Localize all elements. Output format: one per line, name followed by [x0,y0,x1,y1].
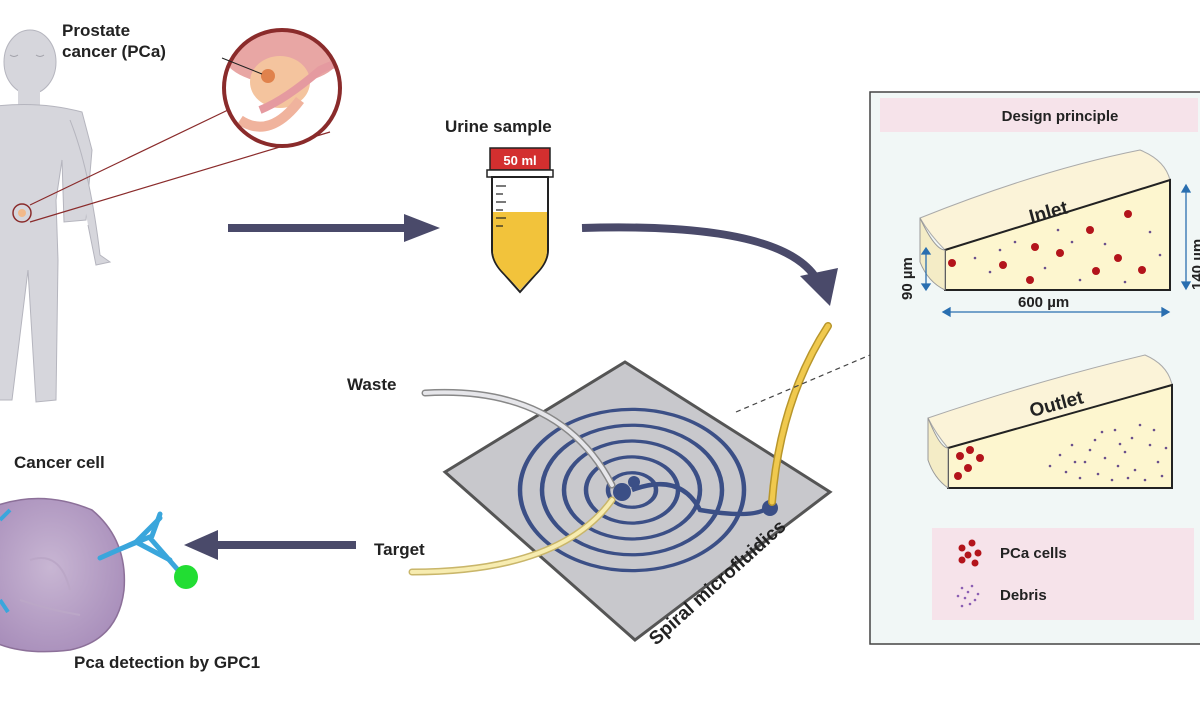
arrow-body-to-urine [228,214,440,242]
fluorescent-tag-icon [174,565,198,589]
cancer-cell-label: Cancer cell [14,453,105,472]
legend-debris-label: Debris [1000,587,1047,604]
outlet-cross-section: Outlet [927,354,1173,489]
prostate-cancer-label-line1: Prostate [62,21,130,40]
dimension-markers [920,183,1192,318]
legend-box [932,528,1194,620]
debris-legend-icon [956,584,980,608]
arrow-target-to-detection [184,530,356,560]
width-label: 600 µm [1018,294,1069,311]
prostate-cancer-label-line2: cancer (PCa) [62,42,166,61]
debris-cluster [1048,423,1168,482]
tube-volume-label: 50 ml [503,153,536,168]
gpc1-antibody-icon [97,511,181,573]
arrow-urine-to-chip [581,223,838,306]
cancer-cell-illustration [0,497,126,653]
height-right-label: 140 µm [1189,239,1200,290]
urine-sample-label: Urine sample [445,117,552,136]
detection-label: Pca detection by GPC1 [74,653,260,672]
spiral-microfluidic-chip [442,360,833,642]
legend-pca-cells-label: PCa cells [1000,545,1067,562]
inlet-cross-section: Inlet [919,149,1171,291]
urine-tube: 50 ml [486,147,554,294]
height-left-label: 90 µm [899,257,916,300]
target-label: Target [374,540,425,559]
prostate-zoom-circle [222,28,342,148]
human-body-illustration [0,29,112,403]
pca-cells-legend-icon [958,539,982,567]
waste-label: Waste [347,375,396,394]
design-principle-panel: Design principle Inlet [869,91,1200,645]
design-principle-title: Design principle [1002,108,1119,125]
